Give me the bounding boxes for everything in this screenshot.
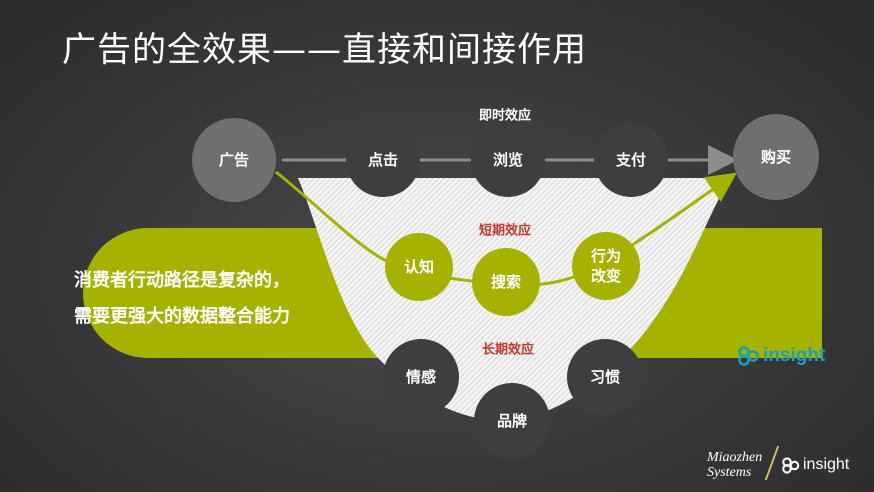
node-search-label: 搜索 — [490, 273, 521, 291]
banner-line1: 消费者行动路径是复杂的， — [74, 270, 290, 291]
node-awareness-label: 认知 — [403, 258, 434, 276]
node-click — [346, 123, 420, 197]
label-long-term: 长期效应 — [481, 342, 535, 358]
node-purchase-label: 购买 — [760, 148, 791, 166]
insight-footer-text: insight — [803, 456, 850, 473]
node-pay-label: 支付 — [615, 151, 646, 169]
node-brand-label: 品牌 — [496, 412, 527, 430]
node-behavior-line2: 改变 — [590, 267, 621, 285]
node-habit — [567, 339, 643, 415]
miaozhen-line1: Miaozhen — [707, 450, 763, 465]
node-search — [472, 248, 540, 316]
node-emotion — [383, 339, 459, 415]
insight-logo-footer: insight — [782, 456, 849, 474]
insight-mark-footer-icon — [782, 456, 800, 474]
node-ad-label: 广告 — [218, 151, 249, 169]
label-short-term: 短期效应 — [478, 223, 532, 239]
miaozhen-logo: Miaozhen Systems — [707, 450, 762, 480]
node-habit-label: 习惯 — [589, 368, 620, 386]
insight-logo-text: insight — [763, 345, 826, 366]
node-browse-label: 浏览 — [492, 151, 523, 169]
page-title: 广告的全效果——直接和间接作用 — [62, 30, 587, 70]
node-browse — [471, 123, 545, 197]
node-purchase — [733, 114, 819, 200]
node-pay — [594, 123, 668, 197]
node-brand — [474, 383, 550, 459]
node-awareness — [385, 233, 453, 301]
insight-logo-banner: insight — [738, 345, 825, 367]
insight-mark-icon — [738, 346, 759, 366]
banner-line2: 需要更强大的数据整合能力 — [74, 306, 290, 327]
label-immediate: 即时效应 — [478, 108, 532, 124]
node-click-label: 点击 — [367, 151, 398, 169]
node-behavior — [572, 232, 640, 300]
node-ad — [192, 118, 276, 202]
node-emotion-label: 情感 — [405, 368, 436, 386]
miaozhen-line2: Systems — [707, 465, 752, 480]
node-behavior-line1: 行为 — [590, 247, 621, 265]
node-behavior-label: 行为 改变 — [566, 246, 646, 286]
